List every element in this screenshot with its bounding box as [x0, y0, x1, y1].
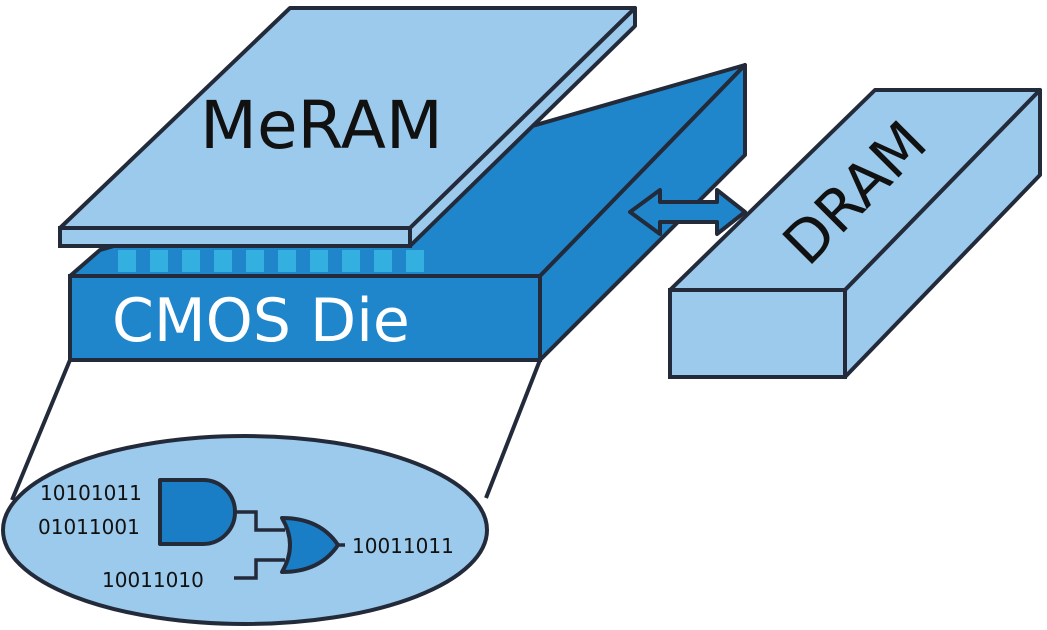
bump [214, 250, 232, 272]
bump [150, 250, 168, 272]
zoom-line-right [484, 359, 542, 499]
bump [374, 250, 392, 272]
dram-front-face [668, 288, 847, 379]
meram-front-face [58, 226, 412, 248]
bump [278, 250, 296, 272]
meram-plate: MeRAM [58, 6, 637, 248]
zoom-line-left [10, 359, 72, 501]
bump [310, 250, 328, 272]
output-bits: 10011011 [352, 534, 454, 558]
zoom-ellipse [1, 434, 489, 626]
bump [182, 250, 200, 272]
bidirectional-arrow-icon [628, 188, 747, 236]
interconnect-bumps [118, 250, 424, 272]
wire-and-to-or [234, 510, 285, 532]
wire-input-c [234, 558, 285, 580]
and-gate-icon [158, 478, 237, 546]
cmos-die-label: CMOS Die [112, 286, 410, 356]
bump [342, 250, 360, 272]
bump [246, 250, 264, 272]
input-c-bits: 10011010 [102, 568, 204, 592]
dram-block: DRAM [668, 88, 1042, 379]
input-b-bits: 01011001 [38, 515, 140, 539]
or-gate-icon [280, 516, 340, 574]
meram-label: MeRAM [200, 87, 443, 164]
cmos-die-front-face [68, 274, 542, 362]
bump [406, 250, 424, 272]
bump [118, 250, 136, 272]
input-a-bits: 10101011 [40, 481, 142, 505]
logic-zoom-detail: 10101011 01011001 10011010 10011011 [1, 434, 489, 626]
